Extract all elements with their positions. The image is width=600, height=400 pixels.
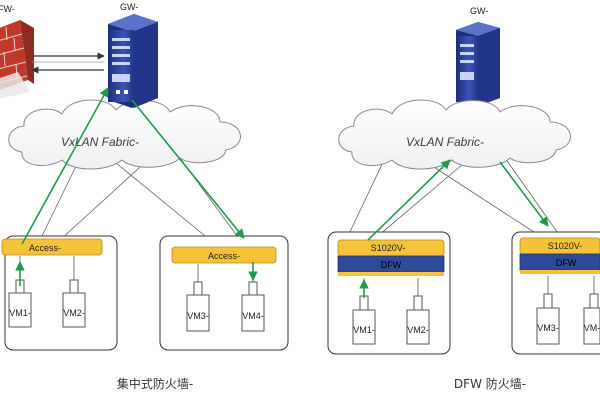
vxlan-fabric-cloud-right: VxLAN Fabric- [338, 99, 571, 170]
dfw-label-right-1: DFW [381, 260, 402, 270]
switch-label-right-1: S1020V- [371, 243, 406, 253]
gateway-icon-right [456, 22, 500, 106]
left-panel: VxLAN Fabric- FW- [0, 2, 289, 391]
traffic-arrow-to-gw [21, 87, 109, 245]
vm-label-left-1: VM1- [9, 308, 31, 318]
vm-right-4: VM- [583, 276, 600, 345]
vm-left-1: VM1- [8, 256, 32, 328]
traffic-arrow-from-gw [131, 99, 245, 239]
vm-right-3: VM3- [536, 276, 560, 345]
access-switch-left-2: Access- [171, 246, 277, 264]
firewall-icon [0, 20, 34, 99]
right-panel: GW- VxLAN Fabric- S1020V- DFW S1020V- DF… [327, 6, 600, 391]
switch-label-right-2: S1020V- [548, 241, 583, 251]
vm-label-right-1: VM1- [353, 325, 375, 335]
vm-label-left-4: VM4- [242, 311, 264, 321]
fabric-label-right: VxLAN Fabric- [406, 135, 484, 149]
firewall-label: FW- [0, 4, 15, 14]
gateway-label-left: GW- [120, 2, 138, 12]
traffic-arrow-right-to-fabric [367, 159, 451, 241]
vm-left-2: VM2- [62, 256, 86, 328]
switch-label-left-1: Access- [29, 243, 61, 253]
vm-left-3: VM3- [186, 264, 210, 332]
switch-label-left-2: Access- [208, 251, 240, 261]
vm-left-4: VM4- [241, 264, 265, 332]
s1020v-switch-right-1: S1020V- DFW [337, 239, 445, 276]
vxlan-fabric-cloud-left: VxLAN Fabric- [8, 99, 241, 170]
fabric-link-left-2 [109, 157, 211, 241]
fabric-link-left-3 [59, 157, 151, 241]
vm-label-left-2: VM2- [63, 308, 85, 318]
traffic-arrow-right-from-fabric [499, 161, 549, 227]
vm-label-right-4: VM- [584, 323, 600, 333]
fabric-link-left-1 [39, 157, 81, 241]
vm-label-right-2: VM2- [407, 325, 429, 335]
gateway-icon-left [108, 14, 158, 108]
caption-right: DFW 防火墙- [454, 376, 526, 391]
vm-label-right-3: VM3- [537, 323, 559, 333]
s1020v-switch-right-2: S1020V- DFW [519, 237, 600, 274]
caption-left: 集中式防火墙- [117, 376, 193, 391]
host-container-left-1 [4, 235, 118, 351]
gateway-label-right: GW- [470, 6, 488, 16]
fabric-label-left: VxLAN Fabric- [61, 135, 139, 149]
dfw-label-right-2: DFW [556, 258, 577, 268]
vm-label-left-3: VM3- [187, 311, 209, 321]
access-switch-left-1: Access- [1, 238, 103, 256]
vm-right-2: VM2- [406, 278, 430, 345]
